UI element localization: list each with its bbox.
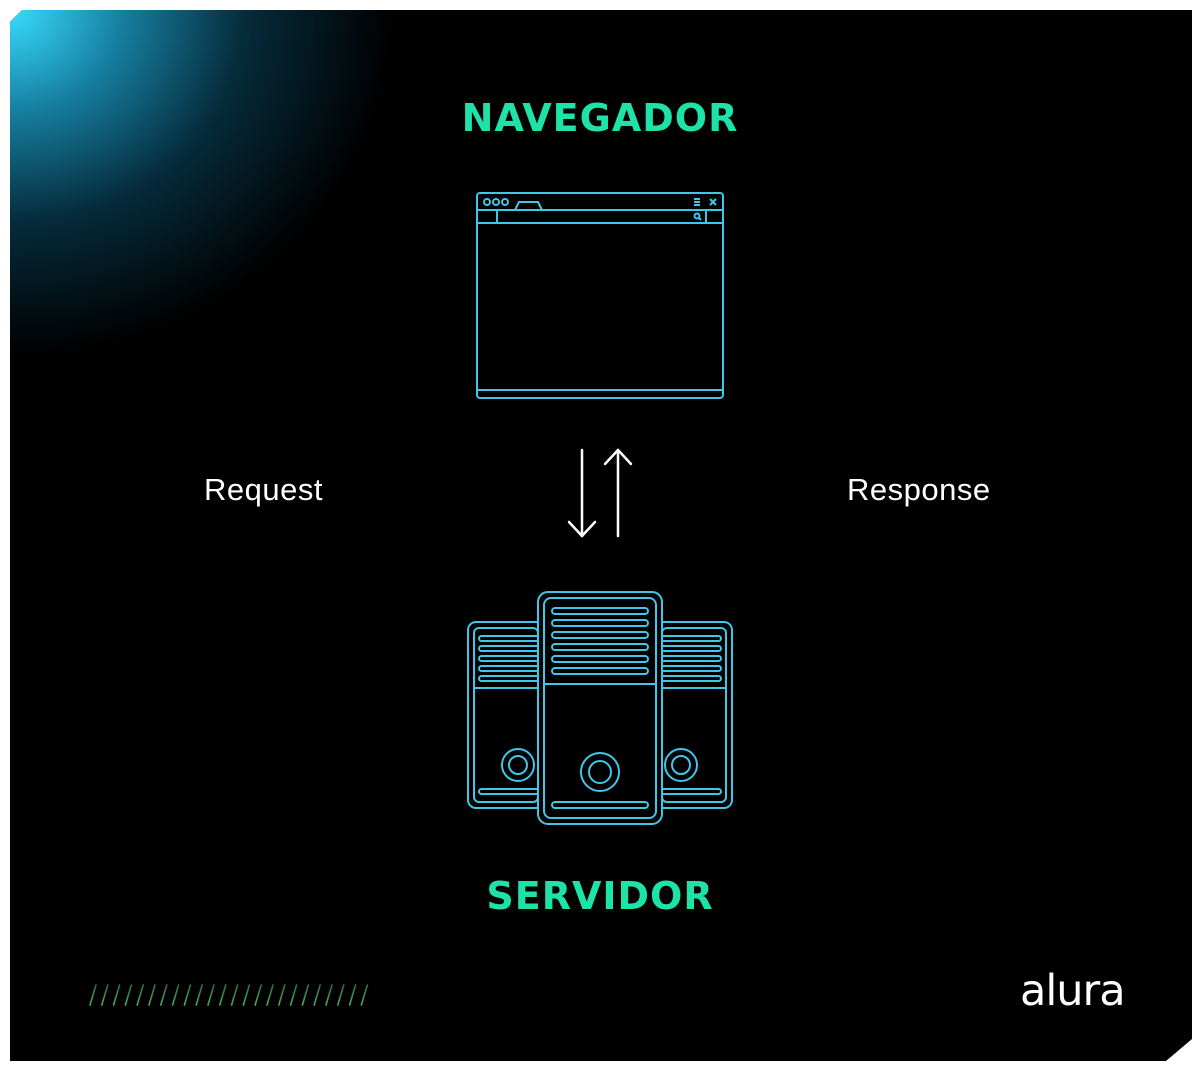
server-title: SERVIDOR (486, 874, 714, 918)
request-arrow-icon (567, 448, 597, 538)
browser-title: NAVEGADOR (461, 96, 739, 140)
response-label: Response (847, 472, 991, 507)
alura-logo: alura (1020, 966, 1126, 1016)
server-icon (467, 591, 733, 825)
browser-window-icon (476, 192, 724, 399)
diagonal-stripes-icon (89, 984, 369, 1006)
response-arrow-icon (603, 448, 633, 538)
diagram-card (10, 10, 1192, 1061)
request-label: Request (204, 472, 323, 507)
